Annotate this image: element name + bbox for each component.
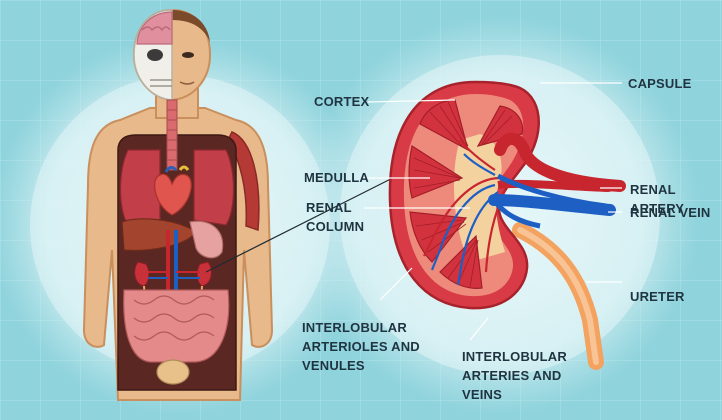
human-body-illustration — [82, 8, 274, 401]
label-medulla: MEDULLA — [304, 170, 369, 185]
label-renal-column: RENAL COLUMN — [306, 200, 365, 234]
bladder — [156, 359, 190, 385]
renal-vein-vessel — [488, 194, 616, 216]
intestines — [123, 289, 230, 363]
label-capsule: CAPSULE — [628, 76, 692, 91]
body-kidney-right — [196, 261, 212, 287]
label-interlobular-arterioles: INTERLOBULAR ARTERIOLES AND VENULES — [302, 320, 420, 373]
body-kidney-left — [134, 261, 150, 287]
label-renal-vein: RENAL VEIN — [630, 205, 711, 220]
label-cortex: CORTEX — [314, 94, 370, 109]
label-interlobular-arteries: INTERLOBULAR ARTERIES AND VEINS — [462, 349, 567, 402]
heart — [154, 173, 192, 216]
label-renal-artery: RENAL ARTERY — [630, 182, 685, 216]
leader-lines — [364, 82, 622, 341]
lungs — [119, 149, 161, 226]
kidney-cross-section — [388, 80, 626, 370]
label-ureter: URETER — [630, 289, 685, 304]
medulla-pyramids — [408, 99, 524, 289]
